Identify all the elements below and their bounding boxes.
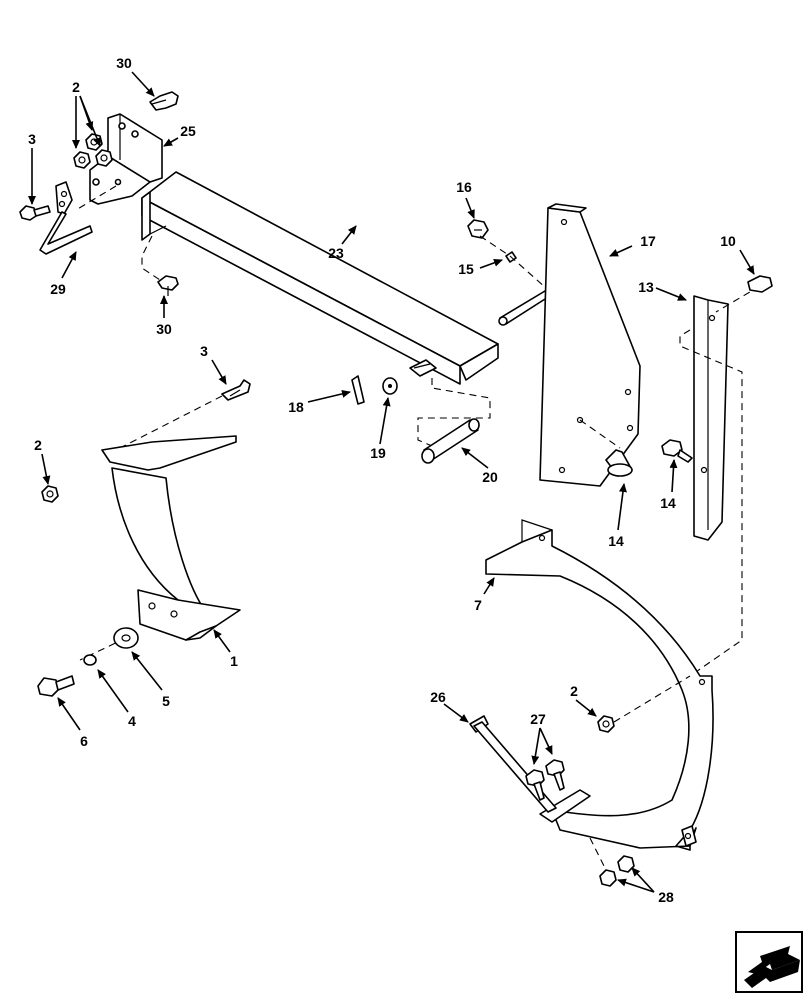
callout-20: 20 [482, 469, 498, 485]
part-17-plate [539, 203, 641, 487]
callout-30-top: 30 [116, 55, 132, 71]
part-2-nut-left [41, 485, 59, 503]
part-1-strap [101, 435, 241, 641]
guide-line-16 [479, 235, 547, 289]
callout-18: 18 [288, 399, 304, 415]
callout-3-left: 3 [28, 131, 36, 147]
callout-10: 10 [720, 233, 736, 249]
part-2-nut-right [597, 715, 615, 733]
part-4-lockwasher [83, 654, 97, 666]
callout-28: 28 [658, 889, 674, 905]
part-30-bolt-top [149, 91, 179, 111]
callout-13: 13 [638, 279, 654, 295]
guide-line-bracket-left [141, 235, 161, 281]
callout-14-lower: 14 [608, 533, 624, 549]
guide-line-30-bolt [75, 185, 117, 211]
next-page-arrow-icon[interactable] [735, 931, 803, 993]
part-18-cotter-pin [351, 375, 365, 405]
callout-15: 15 [458, 261, 474, 277]
callout-30-lower: 30 [156, 321, 172, 337]
part-6-bolt [37, 675, 75, 697]
part-29-lock-pin [39, 181, 93, 255]
callout-7: 7 [474, 597, 482, 613]
part-28-nuts [599, 855, 635, 887]
leader-lines [28, 71, 755, 893]
part-5-flat-washer [113, 627, 139, 649]
guide-line-28 [589, 837, 607, 871]
callout-6: 6 [80, 733, 88, 749]
callout-25: 25 [180, 123, 196, 139]
callout-19: 19 [370, 445, 386, 461]
callout-3-middle: 3 [200, 343, 208, 359]
callout-2-right: 2 [570, 683, 578, 699]
callout-17: 17 [640, 233, 656, 249]
part-10-bolt [747, 275, 773, 293]
part-3-bolt-left [19, 205, 51, 221]
guide-line-10 [715, 285, 761, 313]
part-23-channel [141, 171, 499, 385]
callout-27: 27 [530, 711, 546, 727]
guide-line-2-right [613, 675, 691, 723]
callout-5: 5 [162, 693, 170, 709]
part-25-bracket [89, 113, 163, 205]
callout-1: 1 [230, 653, 238, 669]
part-30-bolt-lower [157, 275, 179, 296]
part-14-bolt-right [661, 439, 693, 463]
part-20-pin [421, 418, 480, 464]
callout-16: 16 [456, 179, 472, 195]
part-13-arm [693, 295, 729, 541]
callout-4: 4 [128, 713, 136, 729]
part-2-nuts-top [73, 133, 113, 169]
guide-line-channel-slot [417, 378, 491, 447]
callout-labels: 30 2 25 3 23 29 30 3 16 15 17 10 13 18 1… [28, 55, 736, 905]
part-7-large-strap [485, 519, 714, 851]
callout-23: 23 [328, 245, 344, 261]
part-16-nut [467, 219, 489, 239]
callout-2-left: 2 [34, 437, 42, 453]
callout-2-top: 2 [72, 79, 80, 95]
callout-14-right: 14 [660, 495, 676, 511]
guide-line-17-bolt [579, 419, 621, 449]
callout-26: 26 [430, 689, 446, 705]
callout-29: 29 [50, 281, 66, 297]
part-14-carriage-bolt [605, 449, 633, 477]
part-27-bolts [525, 759, 565, 801]
part-19-washer [382, 377, 398, 395]
part-3-bolt-middle [221, 379, 251, 401]
